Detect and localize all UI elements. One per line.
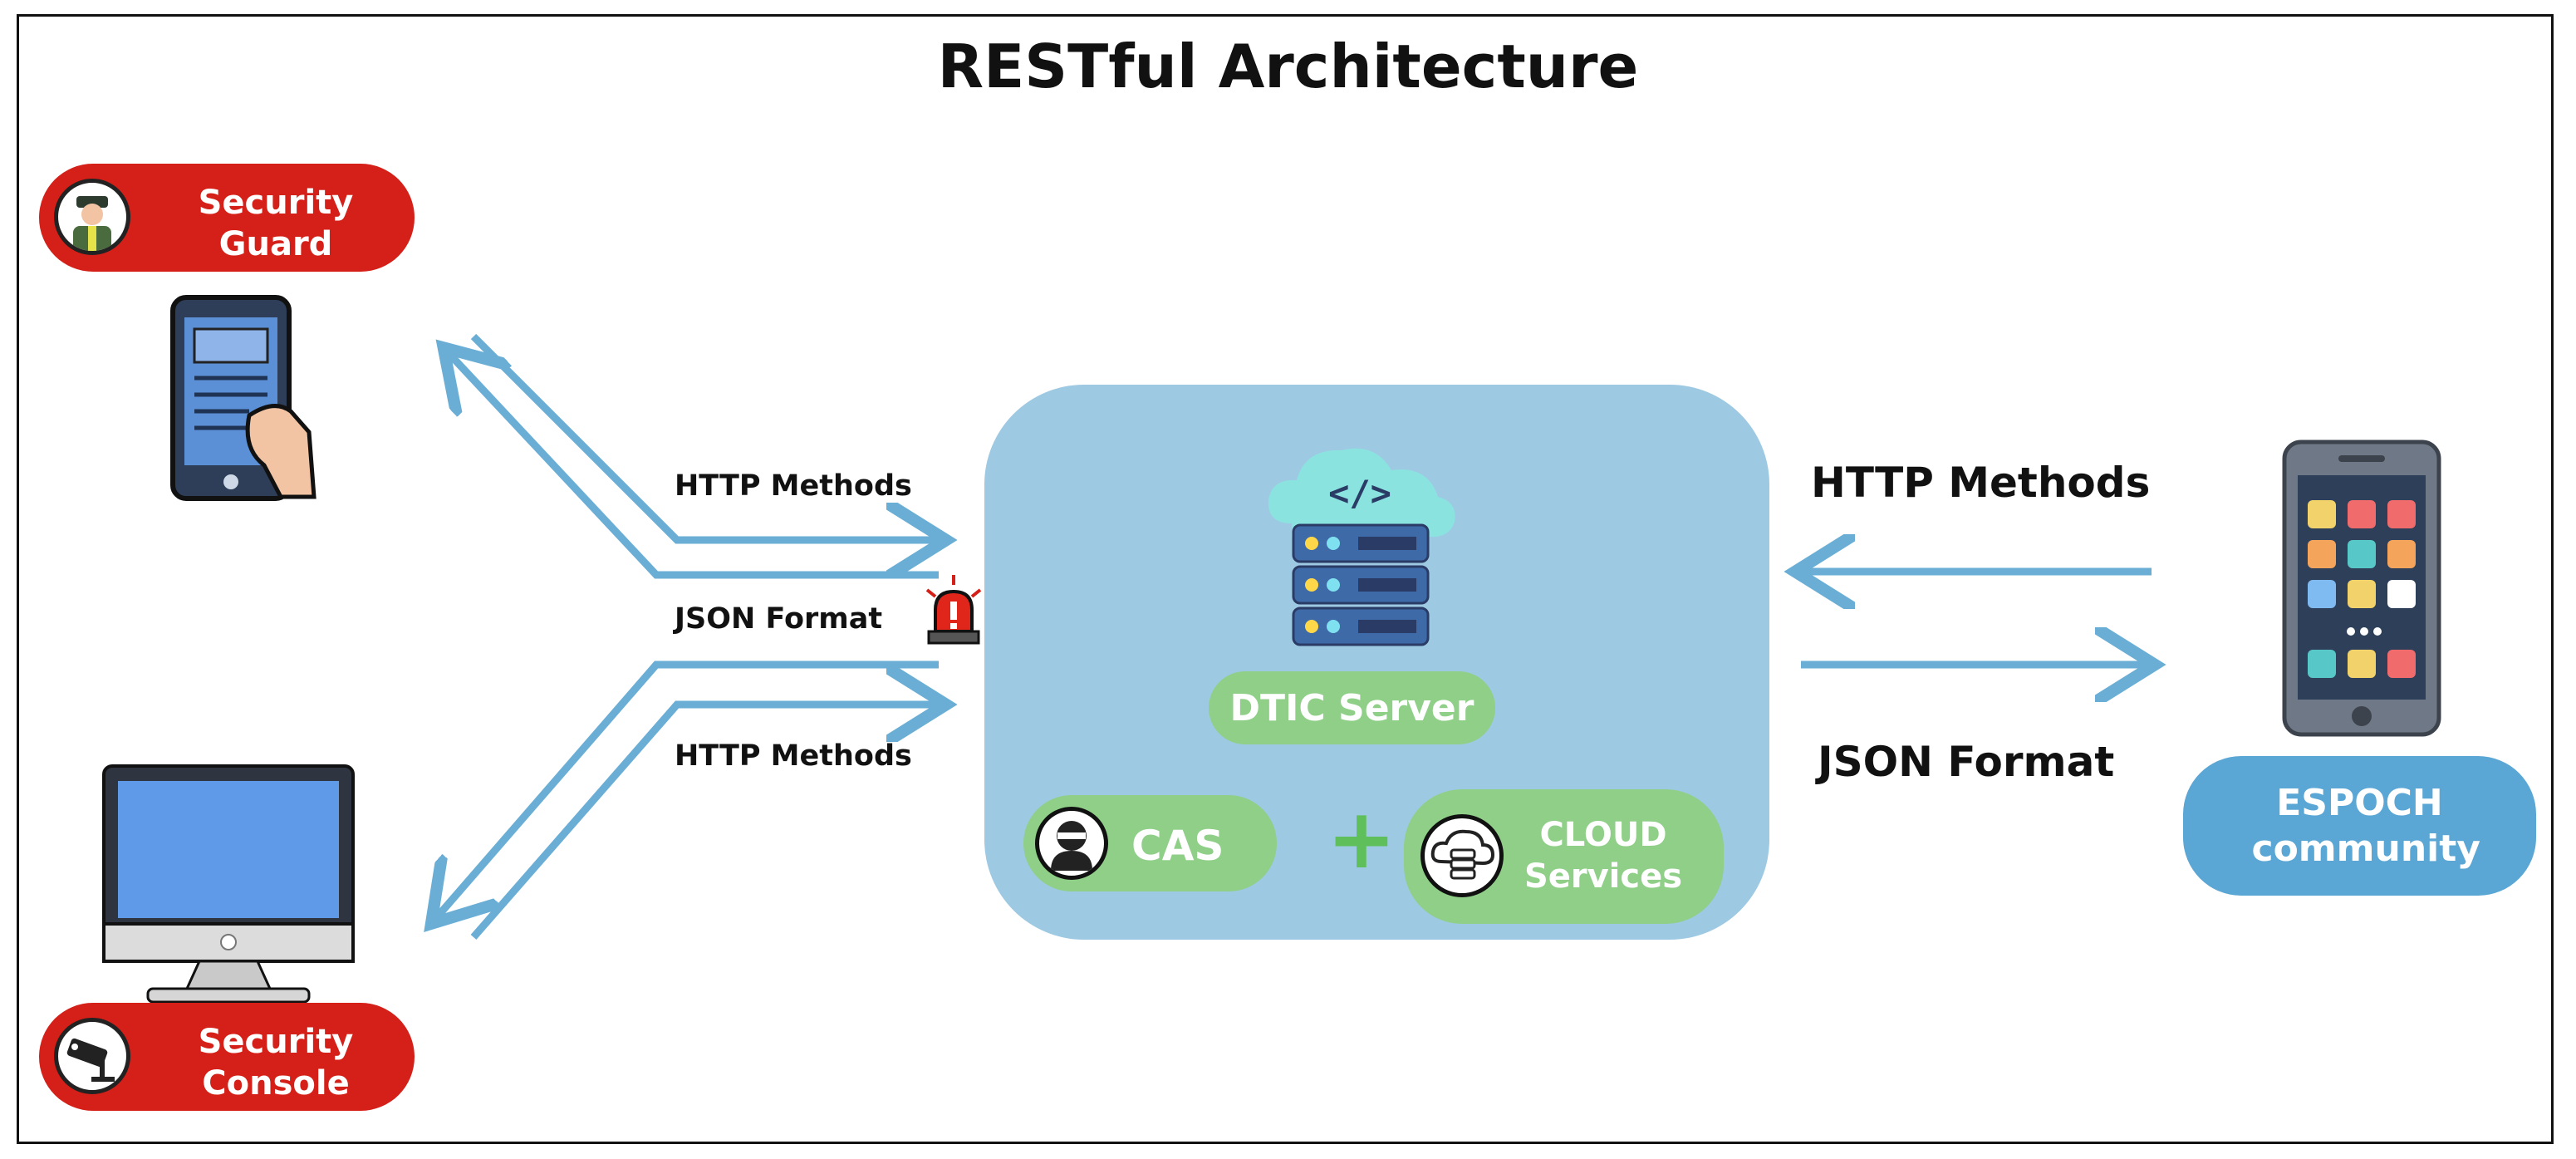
cctv-camera-icon — [54, 1018, 130, 1094]
svg-text:</>: </> — [1328, 473, 1391, 513]
arrow-console-to-server — [470, 705, 939, 940]
right-json-format-label: JSON Format — [1818, 738, 2115, 786]
security-guard-label: Security Guard — [198, 184, 354, 263]
right-http-methods-label: HTTP Methods — [1811, 459, 2151, 507]
left-upper-arrows — [449, 333, 939, 579]
plus-symbol: + — [1327, 790, 1396, 887]
arrow-to-security-guard — [449, 353, 939, 579]
security-console-label: Security Console — [198, 1023, 354, 1103]
diagram-border — [17, 14, 2554, 1144]
espoch-community-label: ESPOCH community — [2251, 782, 2480, 870]
security-guard-avatar-icon — [54, 179, 130, 255]
arrow-guard-to-server — [470, 333, 939, 540]
dtic-server-pill: DTIC Server — [1209, 671, 1495, 744]
smartphone-in-hand-icon — [170, 295, 316, 501]
left-json-format-label: JSON Format — [675, 602, 883, 636]
dtic-server-label: DTIC Server — [1229, 686, 1474, 729]
security-console-pill: Security Console — [39, 1003, 415, 1111]
left-lower-arrows — [436, 661, 939, 940]
alarm-siren-icon — [920, 573, 987, 648]
left-bottom-http-methods-label: HTTP Methods — [675, 739, 912, 773]
diagram-title: RESTful Architecture — [937, 32, 1639, 101]
cas-pill: CAS — [1023, 795, 1277, 891]
arrow-to-security-console — [436, 661, 939, 918]
cas-bandit-icon — [1035, 807, 1108, 880]
cas-label: CAS — [1131, 822, 1224, 870]
cloud-services-pill: CLOUD Services — [1404, 789, 1724, 924]
right-arrows — [1801, 572, 2152, 665]
smartphone-apps-icon — [2282, 440, 2441, 737]
security-guard-pill: Security Guard — [39, 164, 415, 272]
desktop-monitor-icon — [102, 764, 355, 1004]
left-top-http-methods-label: HTTP Methods — [675, 469, 912, 503]
espoch-community-pill: ESPOCH community — [2183, 756, 2536, 896]
cloud-database-icon — [1420, 814, 1504, 897]
cloud-services-label: CLOUD Services — [1524, 816, 1683, 896]
cloud-server-code-icon: </> — [1250, 432, 1470, 652]
